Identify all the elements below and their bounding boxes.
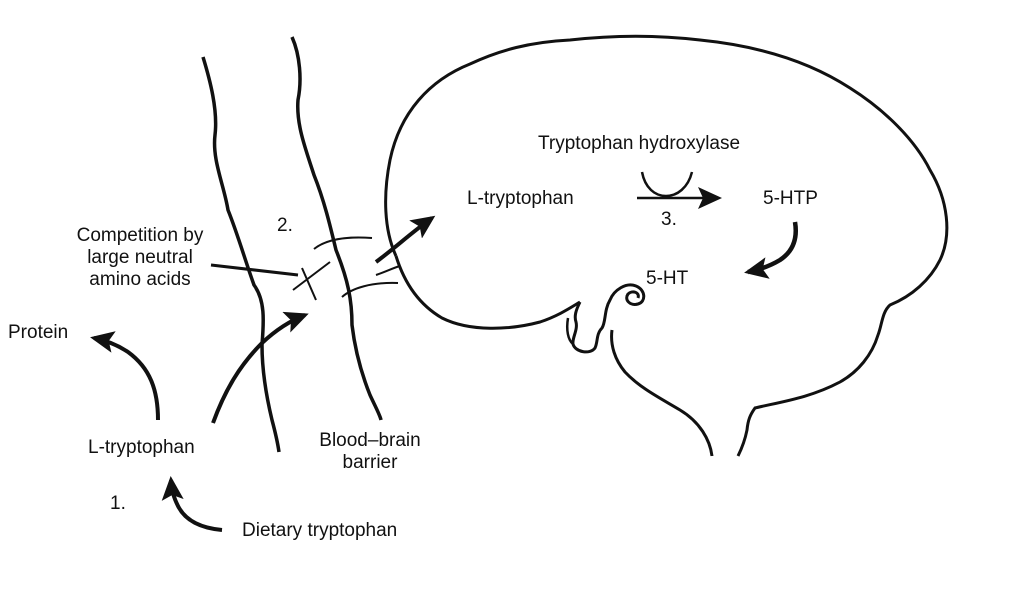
blood-brain-barrier-label: Blood–brain barrier bbox=[308, 430, 432, 474]
barrier-arc-mid bbox=[375, 265, 401, 276]
barrier-line-right bbox=[290, 36, 383, 421]
enzyme-cup bbox=[640, 171, 694, 198]
barrier-crossing-arrow bbox=[374, 215, 436, 264]
competition-x-mark bbox=[292, 261, 331, 301]
blood-l-tryptophan-label: L-tryptophan bbox=[88, 437, 195, 458]
competition-label: Competition by large neutral amino acids bbox=[62, 225, 218, 291]
brain-outline bbox=[384, 34, 949, 457]
brain-underside bbox=[394, 255, 581, 330]
step-2-label: 2. bbox=[277, 215, 293, 236]
competition-label-line-1: Competition by bbox=[76, 225, 204, 246]
barrier-line-left bbox=[201, 56, 281, 453]
bbb-label-line-2: barrier bbox=[342, 452, 398, 473]
step-3-label: 3. bbox=[661, 209, 677, 230]
brain-l-tryptophan-label: L-tryptophan bbox=[467, 188, 574, 209]
tryptophan-hydroxylase-label: Tryptophan hydroxylase bbox=[538, 133, 741, 154]
competition-label-line-3: amino acids bbox=[89, 269, 191, 290]
protein-label: Protein bbox=[8, 322, 69, 343]
decarboxylation-arrow bbox=[744, 221, 798, 279]
competition-connector bbox=[210, 263, 299, 277]
brainstem-left-edge bbox=[565, 317, 574, 345]
five-htp-label: 5-HTP bbox=[763, 188, 818, 209]
step-1-label: 1. bbox=[110, 493, 126, 514]
five-ht-label: 5-HT bbox=[646, 268, 689, 289]
bbb-label-line-1: Blood–brain bbox=[319, 430, 421, 451]
barrier-arc-upper bbox=[313, 236, 373, 250]
to-protein-arrow bbox=[90, 331, 160, 421]
brainstem-outline bbox=[571, 283, 714, 457]
dietary-to-ltryptophan-arrow bbox=[161, 476, 223, 532]
dietary-tryptophan-label: Dietary tryptophan bbox=[242, 520, 398, 541]
blood-to-barrier-arrow bbox=[211, 311, 309, 424]
barrier-arc-lower bbox=[341, 281, 399, 298]
competition-label-line-2: large neutral bbox=[87, 247, 193, 268]
